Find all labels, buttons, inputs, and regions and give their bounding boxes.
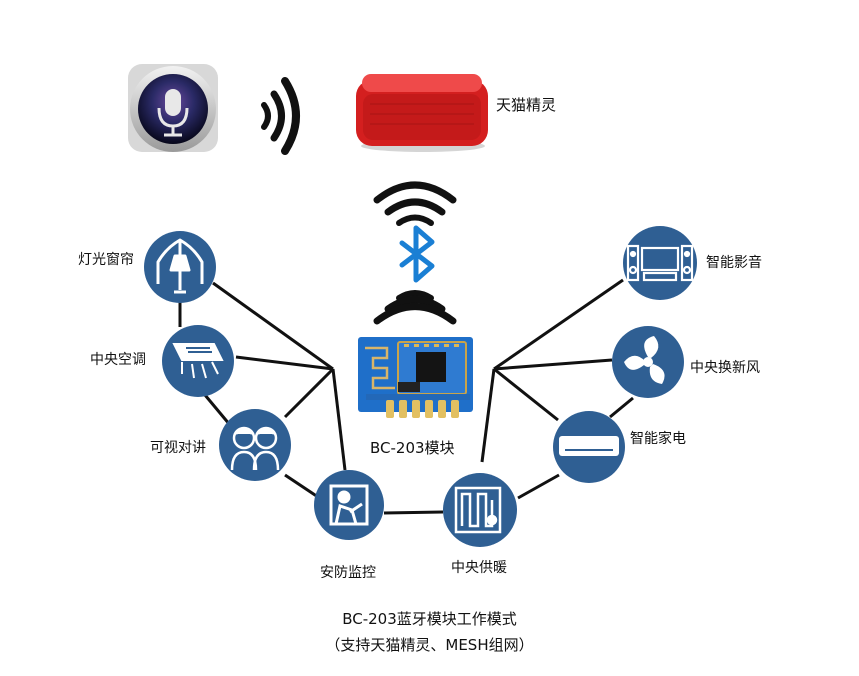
node-label-av: 智能影音: [706, 255, 762, 271]
air-conditioner-icon: [172, 343, 224, 379]
tv-speakers-icon: [626, 244, 694, 282]
node-label-appliance: 智能家电: [630, 431, 686, 447]
node-heating: [443, 473, 517, 547]
link-hub-heating: [480, 368, 496, 463]
heating-coil-icon: [454, 486, 502, 534]
wall-ac-icon: [559, 436, 619, 456]
node-appliance: [553, 411, 625, 483]
fan-icon: [624, 336, 665, 384]
caption-subtitle: （支持天猫精灵、MESH组网）: [325, 636, 534, 654]
link-hub-appliance: [493, 367, 559, 422]
bluetooth-icon: [399, 225, 435, 283]
microphone-icon: [128, 64, 218, 152]
node-ventilation: [612, 326, 684, 398]
node-av: [623, 226, 697, 300]
speaker-label: 天猫精灵: [496, 96, 557, 114]
link-ac-hub: [235, 355, 334, 371]
link-security-heating: [383, 510, 444, 515]
node-ac: [162, 325, 234, 397]
node-label-intercom: 可视对讲: [150, 440, 206, 456]
guard-icon: [329, 484, 369, 526]
link-hub-ventilation: [493, 358, 613, 371]
caption-title: BC-203蓝牙模块工作模式: [342, 610, 517, 628]
node-intercom: [219, 409, 291, 481]
link-intercom-security: [284, 473, 319, 499]
link-hub-av: [493, 278, 624, 371]
link-ac-intercom: [203, 394, 232, 426]
bluetooth-module: [358, 337, 473, 418]
node-lighting: [144, 231, 216, 303]
sound-wave-icon: [261, 77, 300, 155]
sound-wave-icon: [373, 181, 457, 226]
link-intercom-hub: [283, 367, 335, 419]
node-label-heating: 中央供暖: [451, 560, 507, 576]
smart-speaker-icon: [356, 74, 488, 152]
node-label-security: 安防监控: [320, 565, 376, 581]
module-label: BC-203模块: [370, 439, 455, 457]
node-security: [314, 470, 384, 540]
lamp-curtain-icon: [156, 238, 204, 294]
people-icon: [230, 426, 280, 471]
node-label-ventilation: 中央换新风: [690, 360, 760, 376]
sound-wave-icon: [373, 290, 457, 325]
link-heating-appliance: [517, 473, 560, 500]
link-ventilation-appliance: [609, 396, 634, 419]
node-label-lighting: 灯光窗帘: [78, 252, 134, 268]
link-hub-security: [331, 368, 347, 471]
link-lighting-hub: [212, 281, 334, 371]
connection-lines: [178, 278, 634, 515]
node-label-ac: 中央空调: [90, 352, 146, 368]
